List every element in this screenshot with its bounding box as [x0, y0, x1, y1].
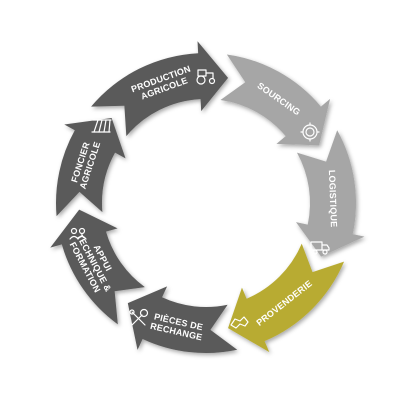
truck-icon: [310, 241, 330, 255]
tractor-icon: [196, 69, 216, 85]
wrench-icon: [129, 308, 149, 326]
segment-label-logistique-line: LOGISTIQUE: [327, 170, 339, 228]
field-icon: [91, 119, 112, 133]
livestock-icon: [230, 316, 249, 329]
arrow-segment-production: [91, 41, 229, 137]
arrow-segment-appui: [50, 209, 145, 325]
arrow-segment-logistique: [295, 130, 365, 257]
gear-globe-icon: [300, 122, 320, 142]
arrow-segment-foncier: [56, 118, 126, 217]
arrow-segment-sourcing: [220, 54, 331, 146]
training-icon: [69, 227, 87, 240]
arrow-segment-pieces: [127, 286, 238, 353]
arrow-segment-provenderie: [228, 243, 345, 353]
segment-label-logistique: LOGISTIQUE: [327, 170, 339, 228]
